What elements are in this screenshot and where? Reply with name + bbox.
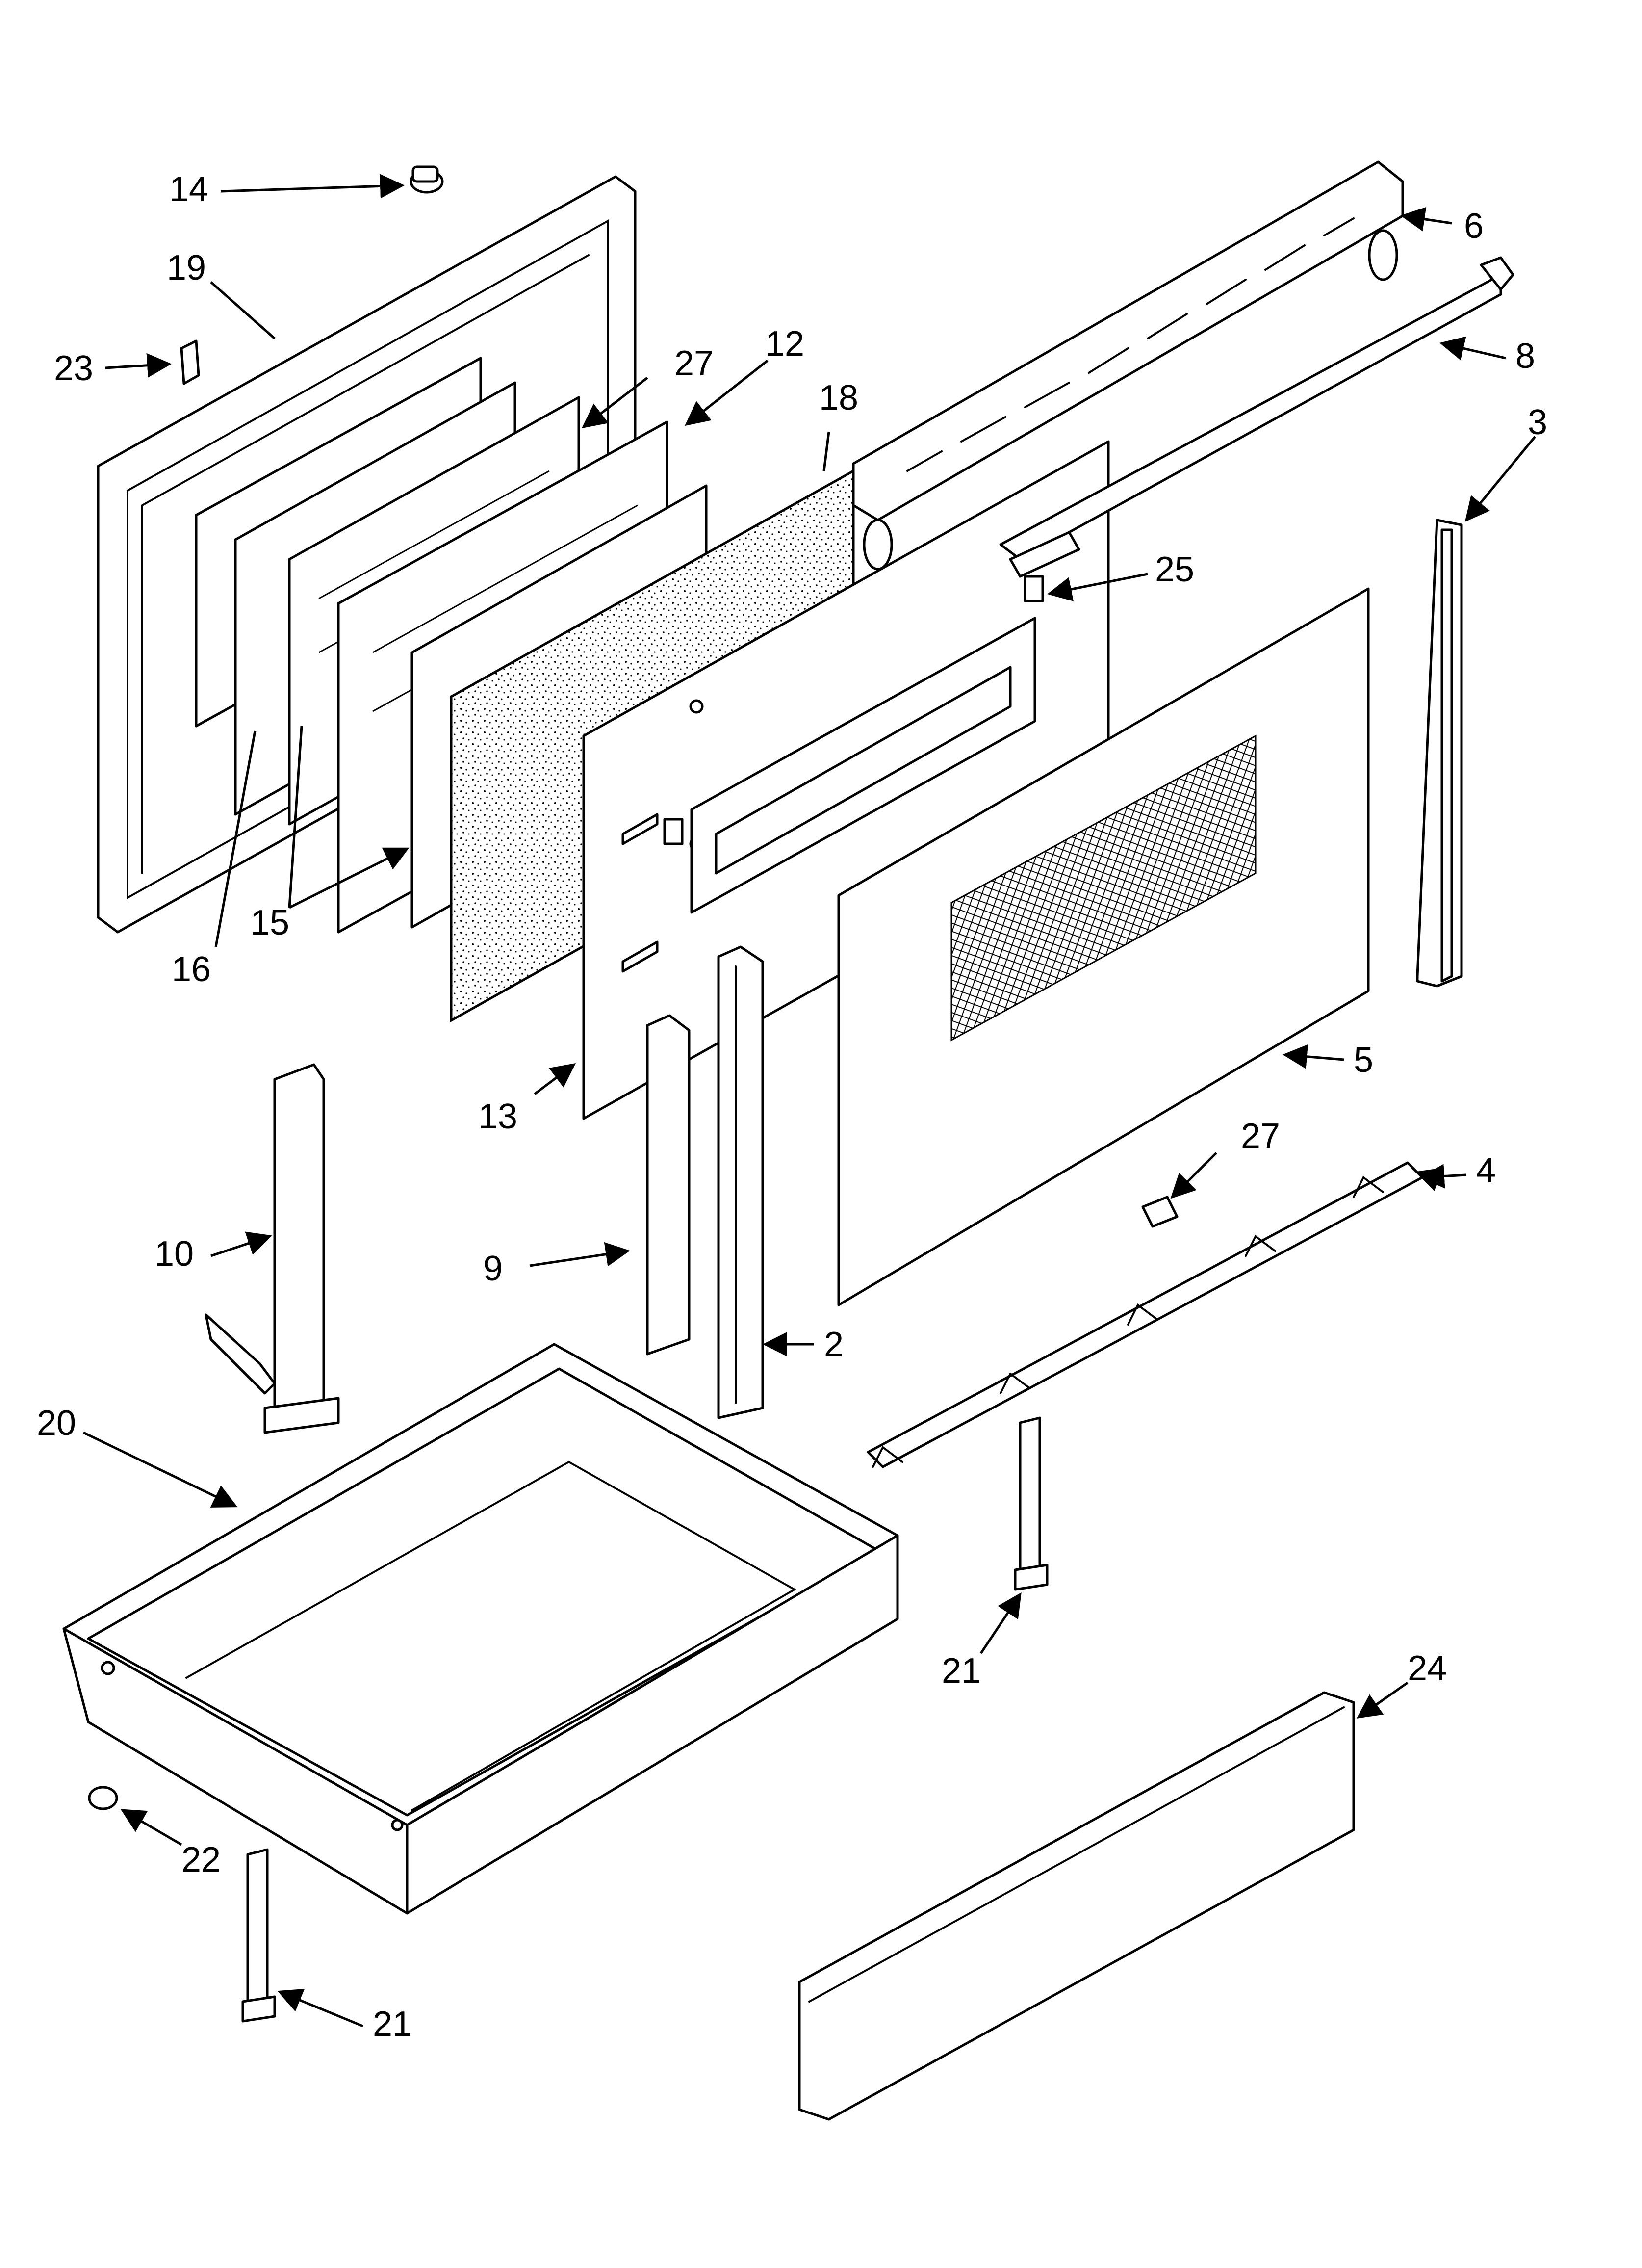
callout-8: 8 xyxy=(1515,337,1535,376)
outer-door-panel-5 xyxy=(837,587,1370,1306)
side-trim-2 xyxy=(717,945,764,1419)
drawer-slide-21-right xyxy=(1014,1416,1049,1591)
callout-10: 10 xyxy=(154,1234,194,1274)
drawer-20 xyxy=(62,1343,899,1915)
callout-24: 24 xyxy=(1408,1649,1447,1688)
side-trim-9 xyxy=(646,1014,691,1356)
callout-18: 18 xyxy=(819,378,858,417)
side-support-left-10 xyxy=(205,1063,340,1434)
leader-lines xyxy=(82,174,1536,2028)
callout-27-top: 27 xyxy=(674,344,714,383)
callout-2: 2 xyxy=(824,1325,844,1364)
callout-21-right: 21 xyxy=(942,1651,981,1691)
drawer-slide-21-left xyxy=(241,1848,276,2023)
callout-labels: 2 3 4 5 6 8 9 10 12 13 14 15 16 18 19 20… xyxy=(37,170,1547,2044)
door-vent-trim-6 xyxy=(852,160,1404,571)
door-handle-8 xyxy=(999,256,1514,578)
door-bumper-14 xyxy=(410,165,444,194)
callout-12: 12 xyxy=(765,324,804,364)
callout-27-lower: 27 xyxy=(1241,1117,1280,1156)
callout-13: 13 xyxy=(478,1097,517,1136)
callout-19: 19 xyxy=(167,248,206,287)
door-clip-23 xyxy=(180,339,200,385)
callout-5: 5 xyxy=(1354,1041,1373,1080)
callout-22: 22 xyxy=(181,1840,221,1879)
callout-14: 14 xyxy=(169,170,208,209)
clip-27 xyxy=(1141,1196,1179,1228)
callout-16: 16 xyxy=(172,950,211,989)
side-trim-right-3 xyxy=(1416,519,1463,988)
callout-20: 20 xyxy=(37,1404,76,1443)
callout-23: 23 xyxy=(54,349,93,388)
callout-3: 3 xyxy=(1528,403,1547,442)
callout-21-left: 21 xyxy=(373,2005,412,2044)
callout-15: 15 xyxy=(250,903,289,942)
door-handle-bracket-25 xyxy=(663,575,1044,914)
callout-25: 25 xyxy=(1155,550,1194,589)
callout-6: 6 xyxy=(1464,207,1484,246)
drawer-stop-22 xyxy=(88,1786,118,1810)
callout-4: 4 xyxy=(1476,1151,1496,1190)
callout-9: 9 xyxy=(483,1249,503,1288)
drawer-front-24 xyxy=(798,1691,1355,2121)
